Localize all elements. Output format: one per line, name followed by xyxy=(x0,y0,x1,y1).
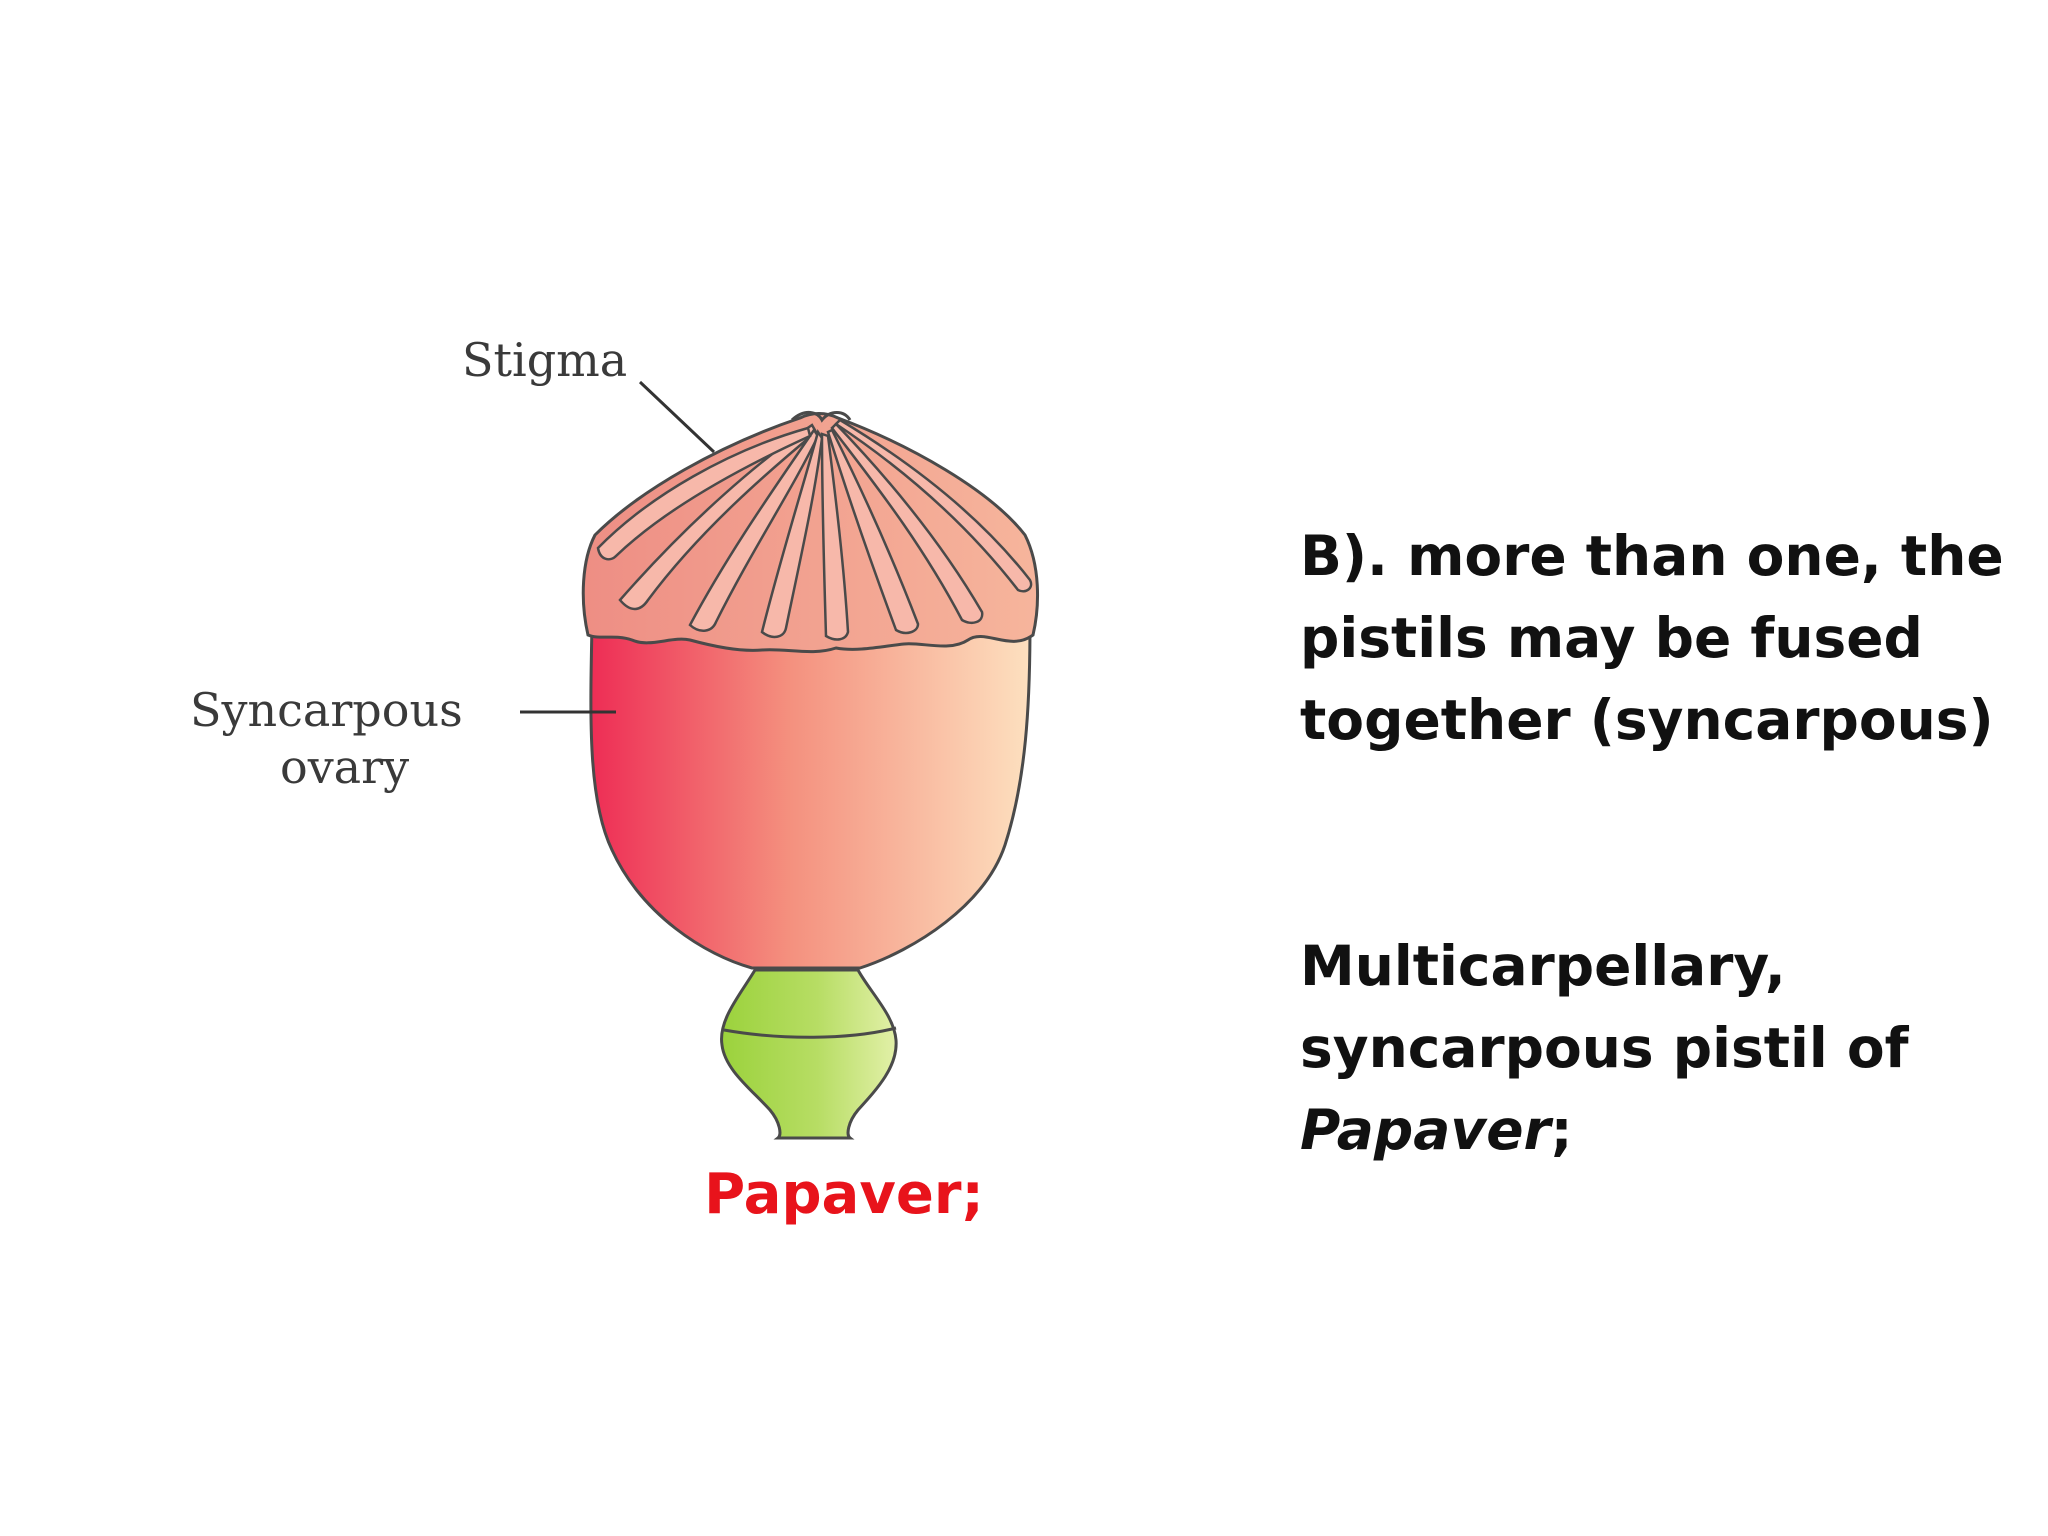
description-b-line2: pistils may be fused xyxy=(1300,606,1923,670)
stigma-top-pucker xyxy=(790,411,852,423)
pedicel-ring-line xyxy=(723,1026,897,1039)
syncarpous-label-line1: Syncarpous xyxy=(190,683,463,737)
pedicel xyxy=(720,968,898,1140)
diagram-caption: Papaver; xyxy=(704,1162,984,1227)
syncarpous-ovary xyxy=(589,623,1032,970)
stigma-label: Stigma xyxy=(462,333,627,387)
genus-name: Papaver xyxy=(1300,1098,1551,1162)
description-b-line1: B). more than one, the xyxy=(1300,524,2004,588)
stigma-pointer-line xyxy=(638,380,716,454)
syncarpous-label-line2: ovary xyxy=(280,740,409,794)
description-b-line3: together (syncarpous) xyxy=(1300,688,1994,752)
genus-suffix: ; xyxy=(1550,1098,1573,1162)
description-b: B). more than one, the pistils may be fu… xyxy=(1300,515,2020,761)
stigma-rays xyxy=(596,418,1033,641)
description-multi-line1: Multicarpellary, xyxy=(1300,934,1786,998)
description-multi-line2: syncarpous pistil of xyxy=(1300,1016,1909,1080)
description-multicarpellary: Multicarpellary, syncarpous pistil of Pa… xyxy=(1300,925,2020,1171)
description-multi-line3: Papaver; xyxy=(1300,1089,2020,1171)
